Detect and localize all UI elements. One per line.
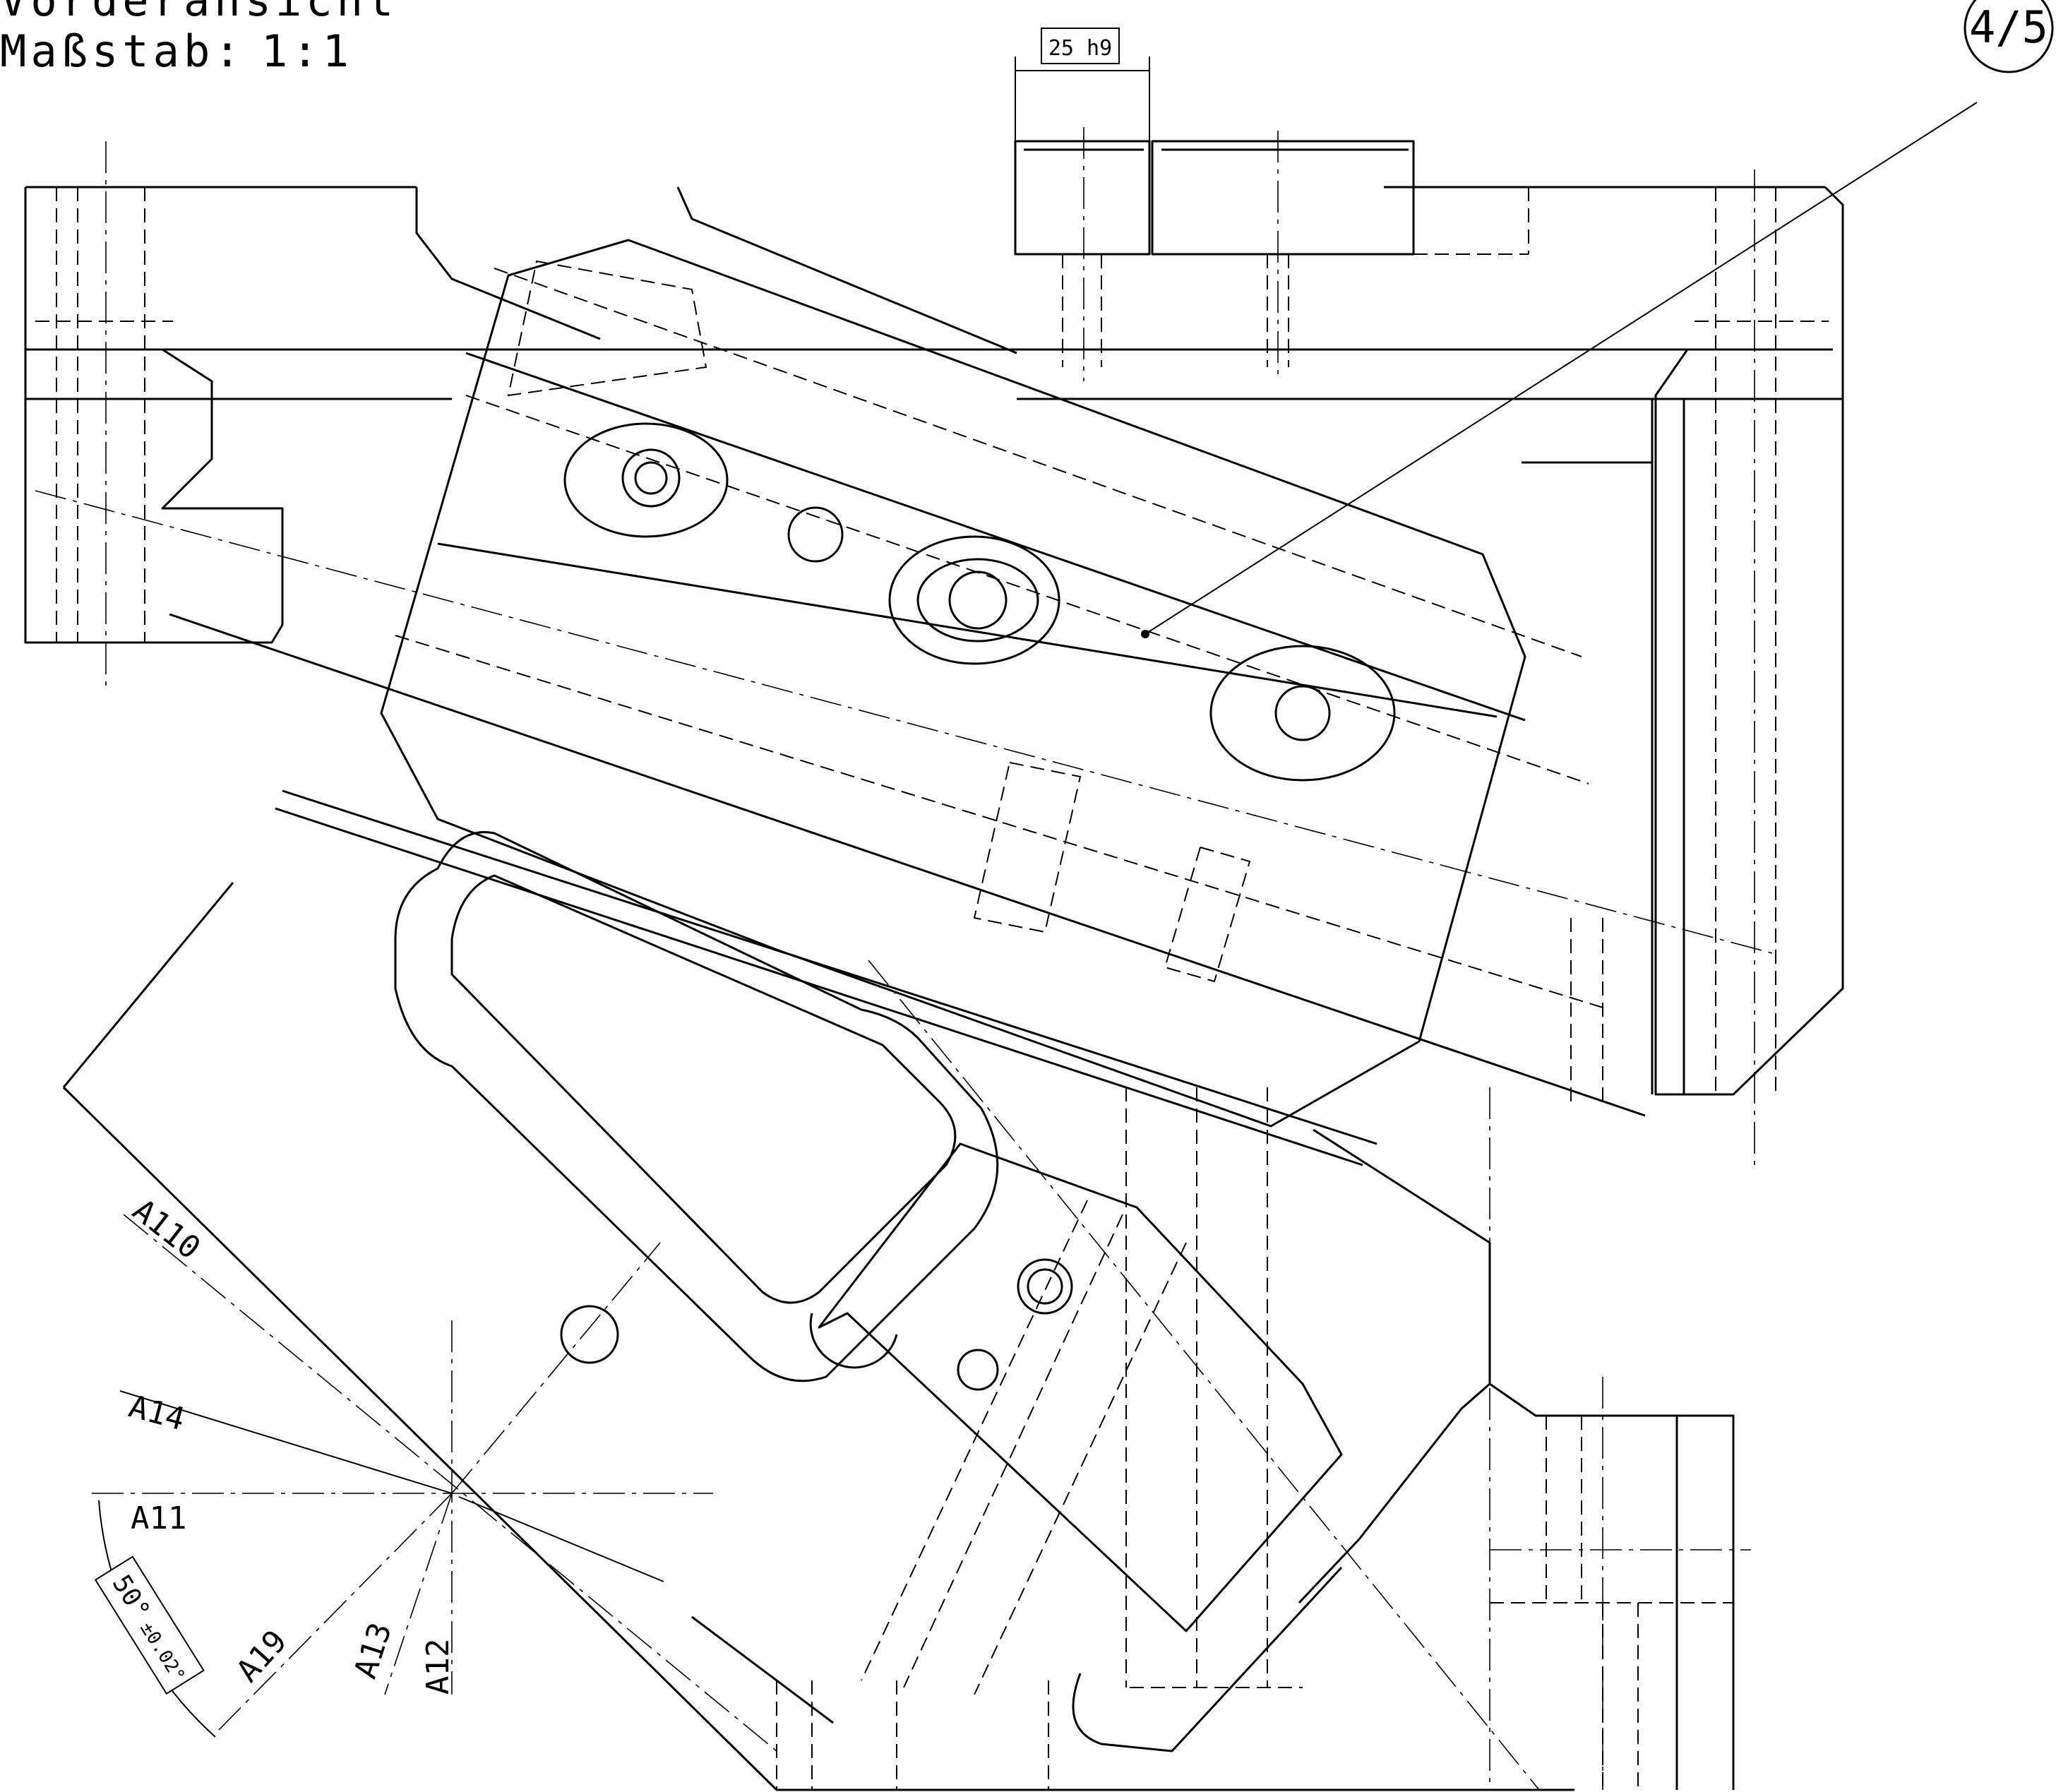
scale-line: Maßstab:1:1 — [0, 25, 349, 77]
angle-label-a19: A19 — [229, 1623, 294, 1689]
angle-label-a12: A12 — [420, 1639, 456, 1695]
view-label: Vorderansicht — [0, 0, 398, 26]
scale-label: Maßstab: — [0, 25, 245, 77]
angle-label-a11: A11 — [131, 1500, 186, 1536]
dimension-lines — [98, 28, 1978, 1738]
angle-dimension: 50° ±0.02° — [94, 1555, 205, 1695]
key-block — [1014, 140, 1415, 256]
hidden-lines — [35, 187, 1829, 1790]
angle-dimension-box — [94, 1555, 205, 1695]
sheet-ref-balloon — [1964, 0, 2054, 73]
lower-carriage — [691, 1142, 1343, 1752]
sheet-ref: 4/5 — [1969, 1, 2048, 53]
top-base-plate — [24, 186, 1844, 1096]
angle-label-a13: A13 — [347, 1618, 399, 1683]
holes — [560, 422, 1396, 1391]
angle-label-a110: A110 — [126, 1192, 207, 1266]
leader-dot — [1141, 630, 1149, 638]
centerlines — [35, 127, 1773, 1791]
angle-label-a14: A14 — [125, 1388, 189, 1438]
lower-inclined-body — [62, 831, 1735, 1791]
inclined-slide-block — [169, 239, 1646, 1166]
dimension-label: 25 h9 — [1048, 36, 1112, 61]
scale-value: 1:1 — [261, 25, 353, 77]
